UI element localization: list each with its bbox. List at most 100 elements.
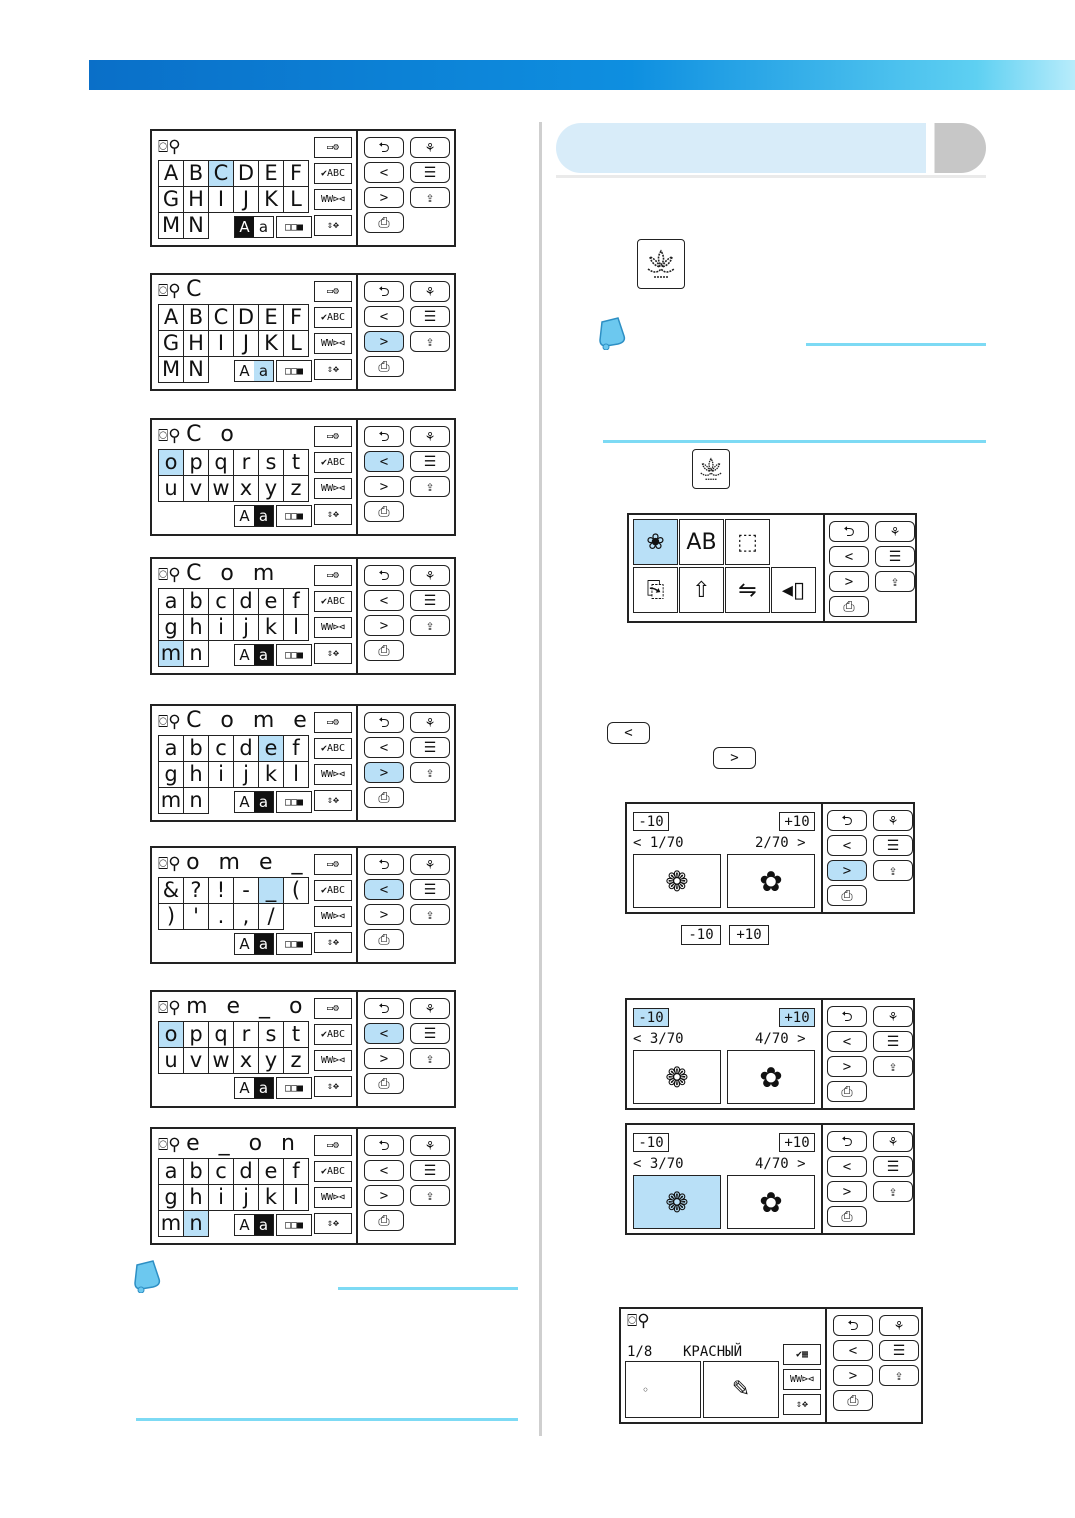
pattern-list-key[interactable]: ☰ (875, 546, 915, 567)
lowercase-key[interactable]: a (254, 1078, 273, 1098)
space-key[interactable]: □□■ (276, 933, 312, 955)
char-key[interactable]: p (183, 1021, 209, 1048)
embroidery-mode-key[interactable]: ⚘ (410, 565, 450, 586)
char-key[interactable]: l (283, 1184, 309, 1211)
space-key[interactable]: □□■ (276, 216, 312, 238)
lowercase-key[interactable]: a (254, 792, 273, 812)
char-key[interactable]: B (183, 304, 209, 331)
minus10-key[interactable]: -10 (633, 1133, 669, 1152)
char-key[interactable]: K (258, 330, 284, 357)
embroidery-mode-key[interactable]: ⚘ (410, 137, 450, 158)
char-key[interactable]: B (183, 160, 209, 187)
set-key[interactable]: ⎙ (827, 885, 867, 906)
uppercase-key[interactable]: A (239, 793, 250, 811)
memory-key[interactable]: ⇪ (410, 762, 450, 783)
pattern-thumbnail[interactable]: ❁ (633, 1175, 721, 1229)
char-key[interactable]: H (183, 186, 209, 213)
plus10-key[interactable]: +10 (779, 812, 815, 831)
spacing-key[interactable]: WW⊳⊲ (314, 1050, 352, 1071)
check-abc-key[interactable]: ✔ABC (314, 880, 352, 901)
move-key[interactable]: ⇕✥ (314, 643, 352, 664)
char-key[interactable]: L (283, 186, 309, 213)
char-key[interactable]: G (158, 186, 184, 213)
char-key[interactable]: v (183, 475, 209, 502)
char-key[interactable]: H (183, 330, 209, 357)
right-key[interactable]: > (833, 1365, 873, 1386)
char-key[interactable]: N (183, 356, 209, 383)
uppercase-key[interactable]: A (239, 1216, 250, 1234)
pattern-thumbnail[interactable]: ❁ (633, 1050, 721, 1104)
memory-cell[interactable]: ⎘ (633, 567, 678, 613)
set-key[interactable]: ⎙ (364, 212, 404, 233)
char-key[interactable]: , (233, 903, 259, 930)
minus10-key[interactable]: -10 (633, 812, 669, 831)
space-key[interactable]: □□■ (276, 1077, 312, 1099)
memory-key[interactable]: ⇪ (410, 615, 450, 636)
move-key[interactable]: ⇕✥ (314, 359, 352, 380)
set-key[interactable]: ⎙ (364, 501, 404, 522)
char-key[interactable]: k (258, 614, 284, 641)
font-select-key[interactable]: ▭⚙ (314, 137, 352, 158)
char-key[interactable]: E (258, 160, 284, 187)
char-key[interactable]: D (233, 160, 259, 187)
char-key[interactable]: M (158, 356, 184, 383)
memory-key[interactable]: ⇪ (879, 1365, 919, 1386)
memory-key[interactable]: ⇪ (410, 331, 450, 352)
char-key[interactable]: F (283, 160, 309, 187)
move-key[interactable]: ⇕✥ (314, 1076, 352, 1097)
char-key[interactable]: m (158, 787, 184, 814)
spacing-key[interactable]: WW⊳⊲ (314, 1187, 352, 1208)
char-key[interactable]: G (158, 330, 184, 357)
char-key[interactable]: j (233, 614, 259, 641)
pattern-list-key[interactable]: ☰ (873, 835, 913, 856)
embroidery-mode-key[interactable]: ⚘ (879, 1315, 919, 1336)
char-key[interactable]: n (183, 787, 209, 814)
char-key[interactable]: z (283, 1047, 309, 1074)
lowercase-key[interactable]: a (254, 506, 273, 526)
card-cell[interactable]: ◂▯ (771, 567, 816, 613)
move-key[interactable]: ⇕✥ (783, 1394, 821, 1415)
char-key[interactable]: d (233, 735, 259, 762)
embroidery-mode-key[interactable]: ⚘ (410, 281, 450, 302)
inline-right-key[interactable]: > (713, 747, 756, 769)
char-key[interactable]: e (258, 735, 284, 762)
memory-key[interactable]: ⇪ (875, 571, 915, 592)
left-key[interactable]: < (364, 1160, 404, 1181)
uppercase-key[interactable]: A (239, 935, 250, 953)
right-key[interactable]: > (364, 476, 404, 497)
embroidery-mode-key[interactable]: ⚘ (410, 854, 450, 875)
memory-key[interactable]: ⇪ (873, 1181, 913, 1202)
left-key[interactable]: < (364, 590, 404, 611)
font-select-key[interactable]: ▭⚙ (314, 281, 352, 302)
uppercase-key[interactable]: A (239, 646, 250, 664)
spacing-key[interactable]: WW⊳⊲ (314, 617, 352, 638)
set-key[interactable]: ⎙ (829, 596, 869, 617)
memory-key[interactable]: ⇪ (410, 1185, 450, 1206)
pattern-list-key[interactable]: ☰ (410, 1160, 450, 1181)
uppercase-key[interactable]: A (239, 507, 250, 525)
usb-cell[interactable]: ⇋ (725, 567, 770, 613)
right-key[interactable]: > (364, 615, 404, 636)
char-key[interactable]: J (233, 186, 259, 213)
char-key[interactable]: u (158, 1047, 184, 1074)
check-abc-key[interactable]: ✔ABC (314, 738, 352, 759)
left-key[interactable]: < (827, 1156, 867, 1177)
char-key[interactable]: m (158, 1210, 184, 1237)
char-key[interactable]: J (233, 330, 259, 357)
right-key[interactable]: > (364, 762, 404, 783)
char-key[interactable]: n (183, 1210, 209, 1237)
set-key[interactable]: ⎙ (364, 929, 404, 950)
thread-key[interactable]: ✔▦ (783, 1344, 821, 1365)
embroidery-mode-key[interactable]: ⚘ (873, 1006, 913, 1027)
move-key[interactable]: ⇕✥ (314, 1213, 352, 1234)
char-key[interactable]: ) (158, 903, 184, 930)
char-key[interactable]: i (208, 761, 234, 788)
set-key[interactable]: ⎙ (827, 1081, 867, 1102)
uppercase-key[interactable]: A (235, 217, 254, 237)
font-select-key[interactable]: ▭⚙ (314, 565, 352, 586)
char-key[interactable]: e (258, 588, 284, 615)
memory-key[interactable]: ⇪ (873, 1056, 913, 1077)
back-key[interactable]: ⮌ (827, 810, 867, 831)
